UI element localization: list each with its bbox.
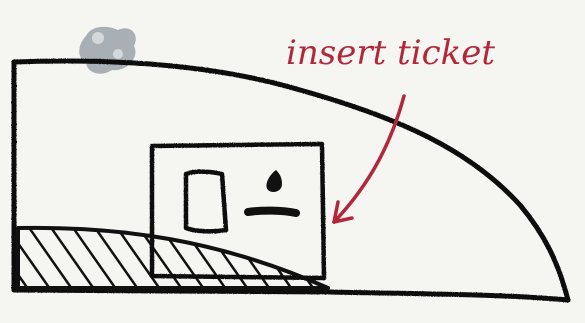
arrow-icon [334,96,404,222]
smudge-icon [79,27,136,74]
ticket-slot-icon [248,211,296,213]
coin-drop-icon [266,170,282,192]
card-slot-icon [186,172,226,232]
annotation-label: insert ticket [286,33,495,73]
